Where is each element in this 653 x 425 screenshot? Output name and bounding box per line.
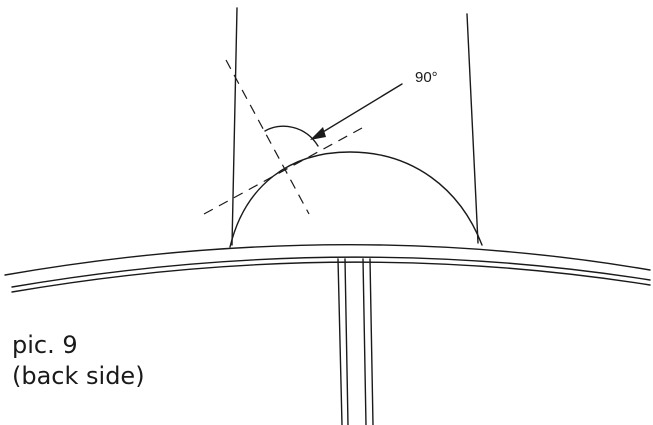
left-vertical-edge (231, 7, 238, 246)
dome-arc (229, 151, 483, 248)
stem-line-4 (369, 258, 374, 425)
stem-line-3 (362, 258, 367, 425)
caption-line-1: pic. 9 (12, 331, 78, 359)
figure-caption: pic. 9 (back side) (12, 330, 145, 392)
tangent-dashed-line (203, 127, 363, 215)
normal-dashed-line (225, 59, 310, 215)
angle-label: 90° (415, 69, 438, 86)
angle-arc (264, 125, 319, 147)
stem-line-1 (337, 258, 343, 425)
angle-arrow-line (317, 83, 403, 136)
stem-line-2 (344, 258, 349, 425)
caption-line-2: (back side) (12, 362, 145, 390)
base-curve-lower-inner (11, 261, 651, 293)
arrowhead-icon (310, 127, 326, 140)
right-vertical-edge (466, 13, 479, 244)
base-curve-upper (4, 244, 651, 276)
base-curve-lower (11, 256, 651, 288)
